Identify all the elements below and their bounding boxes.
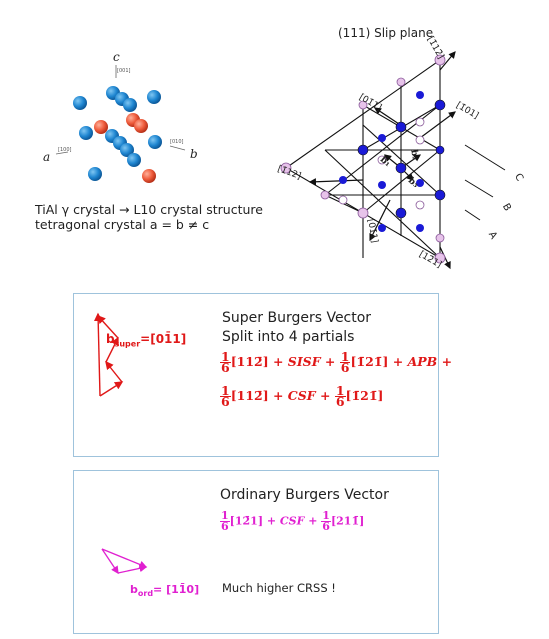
ordinary-title: Ordinary Burgers Vector — [220, 487, 389, 503]
ordinary-bvec-value: = [11̄0] — [153, 583, 200, 596]
vec-112: [112̄] — [230, 354, 269, 369]
frac-den: 6 — [221, 360, 230, 375]
frac-num: 1 — [339, 349, 351, 364]
axis-a-tick: [100] — [58, 147, 72, 153]
slip-plane-graphic — [280, 51, 506, 270]
axis-b-tick: [010] — [170, 139, 184, 145]
term-apb: + APB + — [388, 354, 453, 369]
ordinary-bvec-label: b — [130, 583, 138, 596]
frac-den: 6 — [340, 360, 350, 375]
super-bvec: bsuper=[01̄1] — [106, 332, 186, 348]
b2-label: b₂ — [408, 149, 420, 161]
ordinary-bvec-sub: ord — [137, 589, 154, 599]
frac-num: 1 — [220, 349, 231, 364]
crystal-caption-line2: tetragonal crystal a = b ≠ c — [35, 217, 210, 232]
ordinary-note: Much higher CRSS ! — [222, 581, 336, 595]
axis-a-label: a — [43, 150, 51, 164]
frac-num: 1 — [334, 383, 346, 398]
slip-plane-title: (111) Slip plane — [338, 26, 434, 40]
axis-c-label: c — [113, 50, 120, 64]
frac-num: 1 — [321, 509, 331, 522]
term-sisf: + SISF + — [268, 354, 340, 369]
vec-121: [12̄1] — [229, 514, 264, 528]
frac-num: 1 — [220, 383, 231, 398]
super-bvec-label: b — [106, 332, 115, 346]
frac-num: 1 — [220, 509, 230, 522]
frac-den: 6 — [221, 394, 230, 409]
frac-den: 6 — [335, 394, 345, 409]
super-vector-diagram — [93, 312, 124, 397]
super-bvec-value: =[01̄1] — [140, 332, 187, 346]
super-bvec-sub: super — [114, 339, 141, 349]
vec-211: [211̄] — [330, 514, 365, 528]
super-title-line2: Split into 4 partials — [222, 329, 355, 345]
frac-den: 6 — [221, 520, 229, 533]
ordinary-bvec: bord= [11̄0] — [130, 583, 199, 598]
term-csf: + CSF + — [263, 514, 322, 528]
axis-c-tick: [001] — [117, 68, 131, 74]
super-title-line1: Super Burgers Vector — [222, 310, 372, 326]
ordinary-vector-diagram — [101, 548, 148, 575]
super-burgers-panel: bsuper=[01̄1] Super Burgers Vector Split… — [73, 293, 452, 457]
term-csf: + CSF + — [268, 388, 335, 403]
frac-den: 6 — [322, 520, 330, 533]
crystal-caption-line1: TiAl γ crystal → L10 crystal structure — [35, 202, 263, 217]
crystal-lattice-graphic — [55, 65, 186, 183]
axis-b-label: b — [190, 147, 198, 161]
vec-112: [112̄] — [230, 388, 269, 403]
vec-121: [1̄21̄] — [345, 388, 384, 403]
vec-121: [1̄21̄] — [350, 354, 389, 369]
